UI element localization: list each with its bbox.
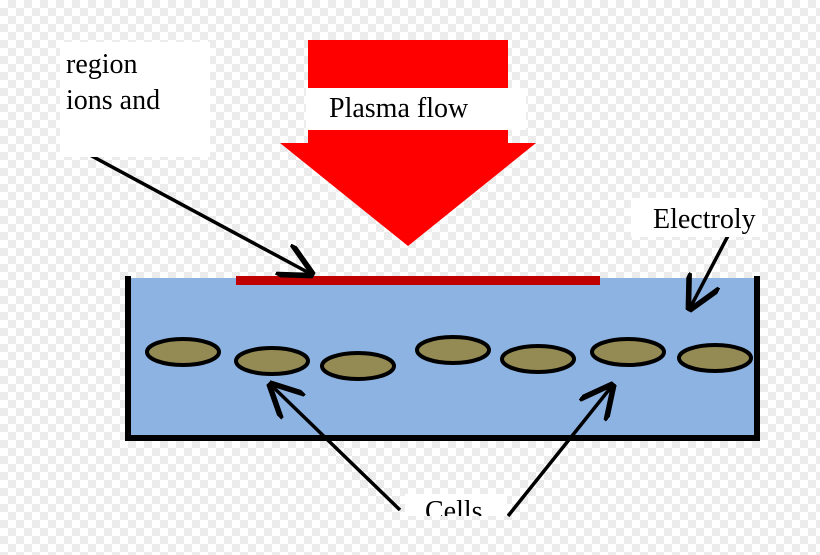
cell bbox=[415, 335, 491, 365]
cell bbox=[320, 351, 396, 381]
cells-label: Cells bbox=[425, 496, 483, 517]
plasma-flow-arrow-icon bbox=[280, 40, 536, 246]
region-label-line1: region bbox=[66, 49, 138, 80]
region-pointer-arrow bbox=[61, 138, 311, 274]
electrolyte-label: Electroly bbox=[653, 206, 756, 234]
treated-surface-layer bbox=[236, 276, 600, 285]
cell bbox=[234, 346, 310, 376]
region-label-box bbox=[60, 42, 210, 157]
electrolyte-pointer-arrow bbox=[690, 231, 732, 308]
cells-pointer-arrow-left bbox=[271, 385, 402, 512]
plasma-flow-label: Plasma flow bbox=[329, 93, 469, 124]
cells-label-box: Cells bbox=[405, 494, 507, 516]
electrolyte-label-box bbox=[631, 198, 762, 237]
cell bbox=[590, 337, 666, 367]
cell bbox=[145, 337, 221, 367]
cell bbox=[500, 344, 576, 374]
container-outline bbox=[125, 276, 760, 441]
region-label-line2: ions and bbox=[66, 85, 161, 116]
plasma-label-box bbox=[306, 88, 526, 130]
cell bbox=[677, 343, 753, 373]
cells-pointer-arrow-right bbox=[506, 386, 612, 518]
